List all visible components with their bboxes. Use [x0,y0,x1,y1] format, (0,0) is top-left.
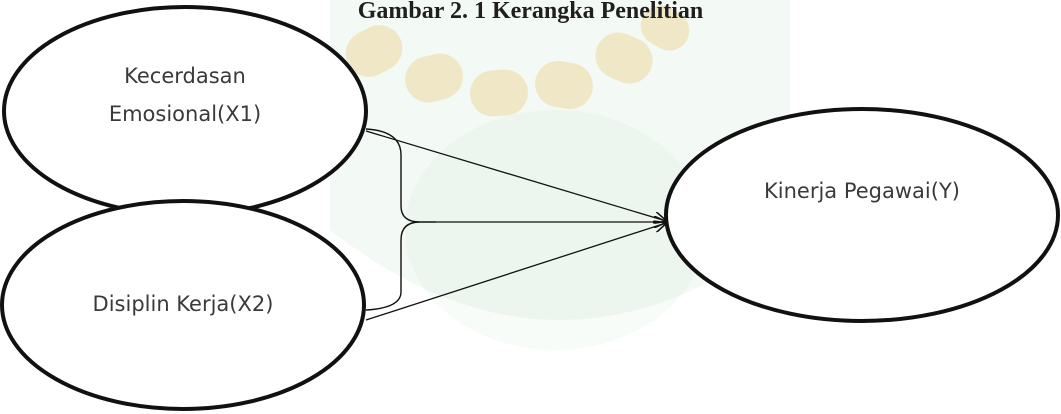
watermark-scallop [595,32,653,84]
watermark-scallop [345,25,403,77]
watermark-scallop [640,5,690,51]
watermark-scallop [405,53,463,103]
node-x1-label-line1: Kecerdasan [124,64,246,88]
node-x1-label-line2: Emosional(X1) [108,102,262,126]
arrow-x1-to-y [365,130,666,221]
node-x2-label: Disiplin Kerja(X2) [92,292,274,316]
figure-title: Gambar 2. 1 Kerangka Penelitian [357,0,704,24]
node-x2-ellipse [0,199,366,411]
watermark-scallop [470,69,528,117]
watermark-scallop [535,60,593,110]
arrow-x2-to-y [365,223,666,321]
node-x1-label: Kecerdasan Emosional(X1) [60,57,310,133]
grouping-brace [365,128,436,311]
node-y-label: Kinerja Pegawai(Y) [764,179,960,203]
node-y-ellipse [664,107,1060,323]
